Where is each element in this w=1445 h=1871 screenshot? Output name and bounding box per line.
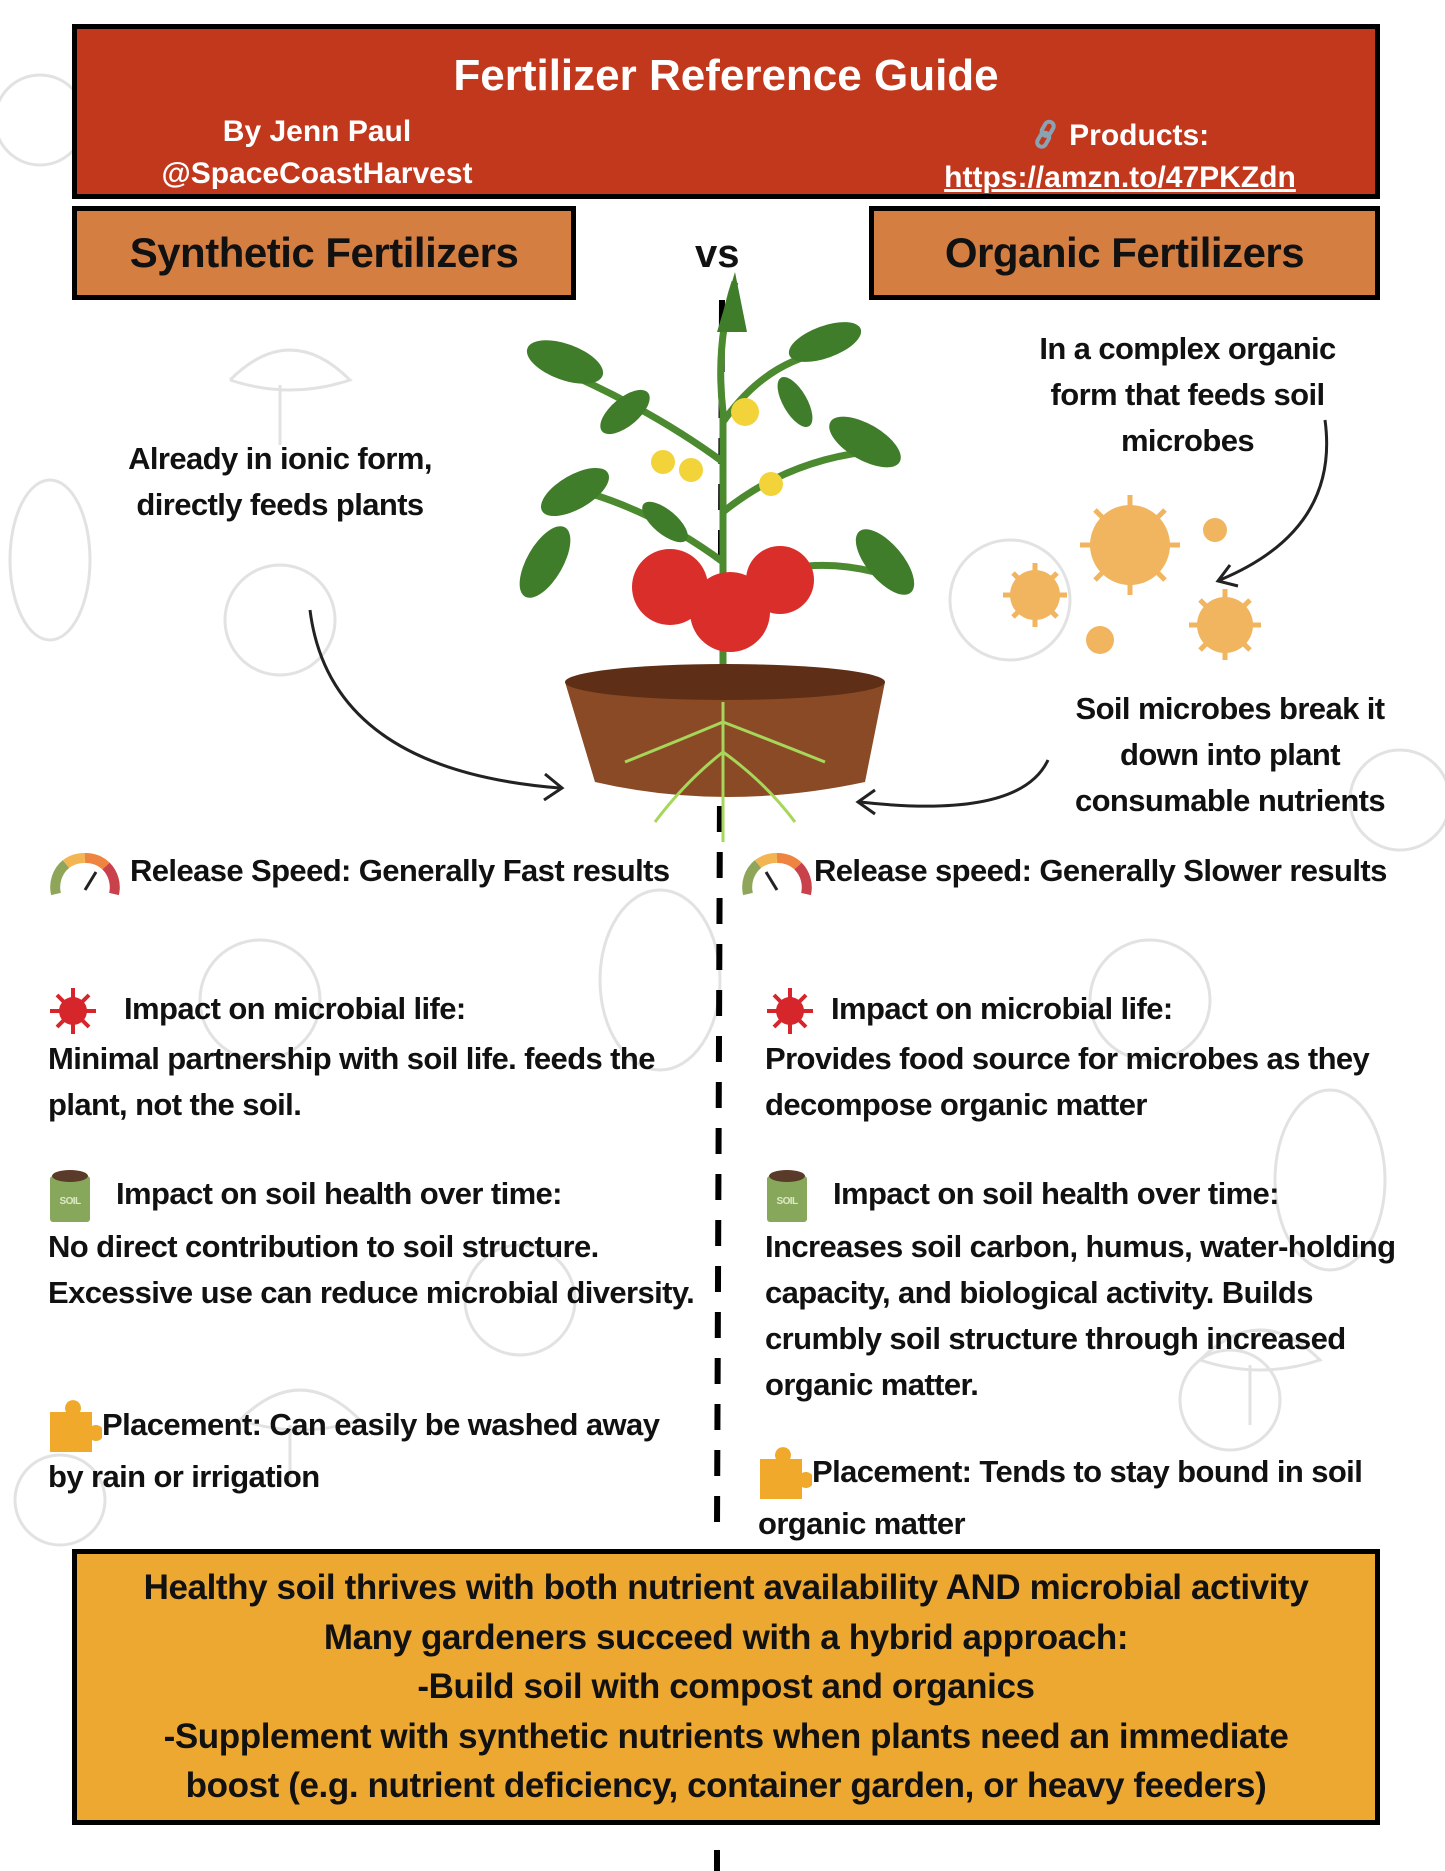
organic-release-speed: Release speed: Generally Slower results [740, 848, 1440, 896]
puzzle-piece-icon [50, 1400, 102, 1452]
author: By Jenn Paul [222, 115, 412, 148]
header-banner: Fertilizer Reference Guide By Jenn Paul … [72, 24, 1380, 199]
products-link[interactable]: https://amzn.to/47PKZdn [944, 161, 1296, 194]
organic-header: Organic Fertilizers [869, 206, 1380, 300]
virus-icon [767, 988, 813, 1034]
synthetic-release-speed: Release Speed: Generally Fast results [48, 848, 698, 896]
products-label: Products: [1069, 119, 1210, 152]
soil-bag-icon: SOIL [767, 1170, 807, 1222]
tomato-plant-illustration [519, 272, 915, 842]
organic-microbial-impact: Impact on microbial life: Provides food … [765, 986, 1435, 1128]
organic-soil-health: SOIL Impact on soil health over time: In… [765, 1168, 1435, 1408]
soil-bag-icon: SOIL [50, 1170, 90, 1222]
summary-line: boost (e.g. nutrient deficiency, contain… [185, 1766, 1267, 1806]
synthetic-placement: Placement: Can easily be washed away by … [48, 1400, 668, 1500]
summary-line: Healthy soil thrives with both nutrient … [143, 1568, 1309, 1608]
svg-text:SOIL: SOIL [777, 1196, 798, 1207]
products: Products: https://amzn.to/47PKZdn [910, 115, 1330, 199]
synthetic-soil-health: SOIL Impact on soil health over time: No… [48, 1168, 708, 1316]
synthetic-microbial-impact: Impact on microbial life: Minimal partne… [48, 986, 708, 1128]
synthetic-header: Synthetic Fertilizers [72, 206, 576, 300]
synthetic-form-callout: Already in ionic form, directly feeds pl… [128, 441, 432, 522]
handle: @SpaceCoastHarvest [161, 157, 473, 190]
virus-icon [50, 988, 96, 1034]
vs-label: vs [695, 232, 740, 276]
gauge-icon [742, 852, 812, 895]
byline: By Jenn Paul @SpaceCoastHarvest [137, 111, 497, 195]
summary-line: -Build soil with compost and organics [417, 1667, 1035, 1707]
summary-box: Healthy soil thrives with both nutrient … [72, 1549, 1380, 1825]
organic-placement: Placement: Tends to stay bound in soil o… [758, 1447, 1398, 1547]
link-icon [1034, 119, 1056, 149]
svg-text:SOIL: SOIL [60, 1196, 81, 1207]
gauge-icon [50, 852, 120, 895]
organic-breakdown-callout: Soil microbes break it down into plant c… [1074, 691, 1386, 818]
microbes-illustration [1003, 495, 1261, 660]
organic-form-callout: In a complex organic form that feeds soi… [1039, 331, 1336, 458]
puzzle-piece-icon [760, 1447, 812, 1499]
callout-arrows [308, 419, 1329, 816]
summary-line: -Supplement with synthetic nutrients whe… [163, 1716, 1289, 1756]
page-title: Fertilizer Reference Guide [453, 51, 999, 100]
summary-line: Many gardeners succeed with a hybrid app… [323, 1617, 1129, 1657]
